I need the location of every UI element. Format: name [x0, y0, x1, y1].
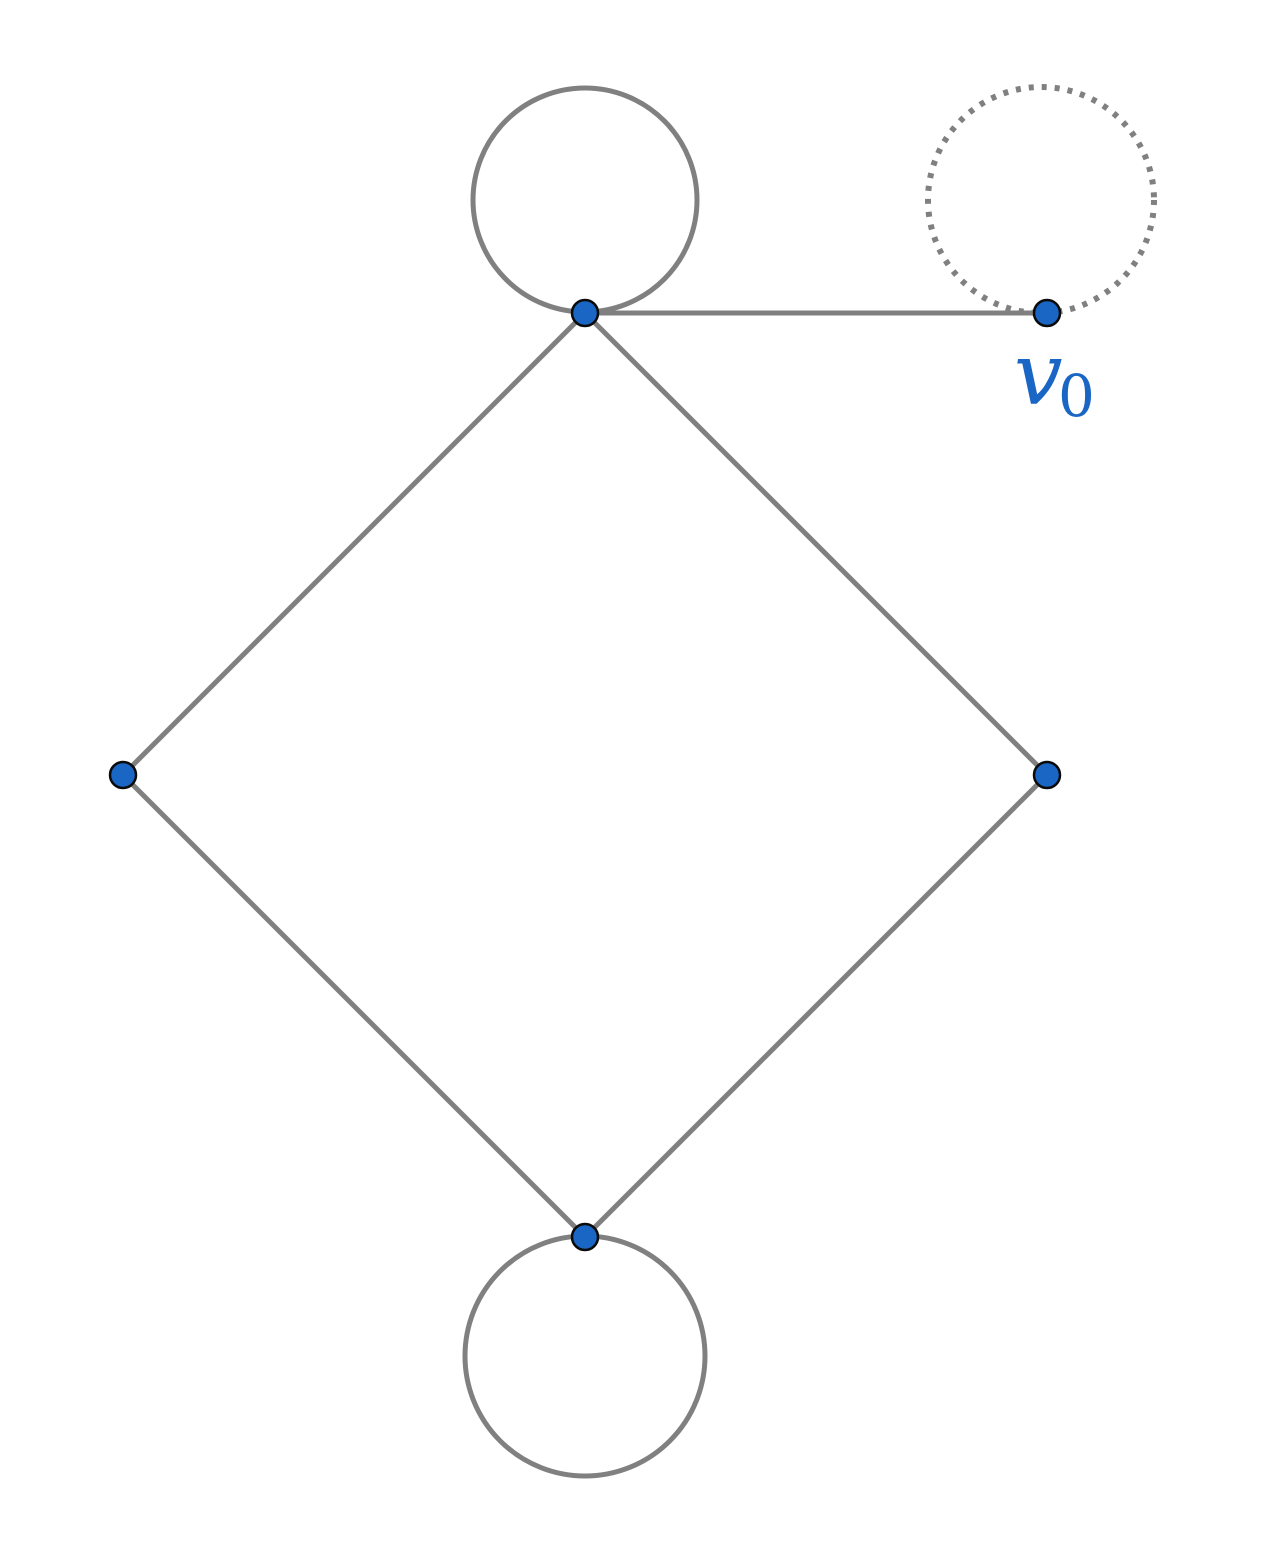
- vertex-v0-label-subscript: 0: [1058, 362, 1095, 430]
- edge-left-bottom: [120, 772, 588, 1240]
- vertex-bottom: [570, 1222, 600, 1252]
- vertex-v0-label-main: v: [1014, 325, 1063, 425]
- vertex-v0-label: v 0: [1014, 325, 1095, 430]
- edge-top-left: [120, 310, 588, 778]
- vertex-left: [108, 760, 138, 790]
- vertex-top: [570, 298, 600, 328]
- vertex-right: [1032, 760, 1062, 790]
- edge-top-right: [582, 310, 1050, 778]
- loop-top: [470, 85, 700, 315]
- loop-v0-dotted: [925, 84, 1157, 316]
- edge-right-bottom: [582, 772, 1050, 1240]
- vertex-v0: [1032, 298, 1062, 328]
- loop-bottom: [462, 1233, 708, 1479]
